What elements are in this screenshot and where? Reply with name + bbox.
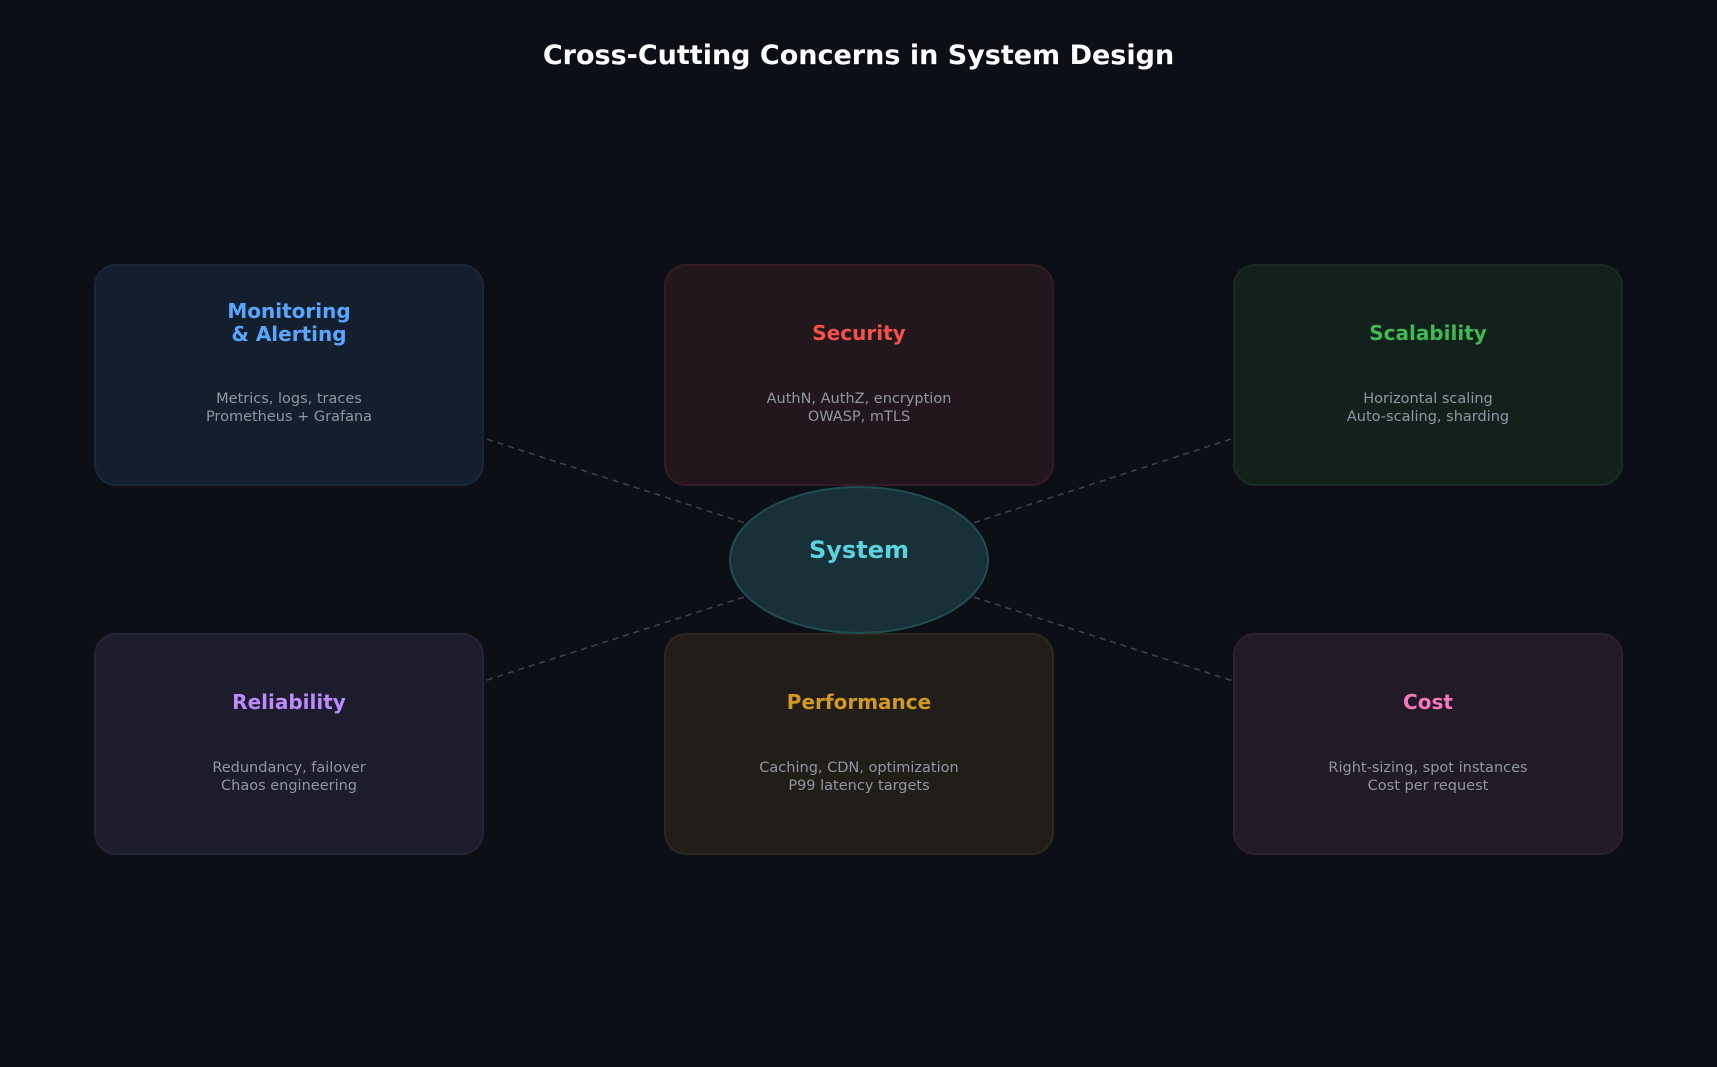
system-hub <box>729 486 989 634</box>
concern-title: Cost <box>1403 690 1453 714</box>
diagram-title: Cross-Cutting Concerns in System Design <box>542 40 1175 71</box>
concern-description: Metrics, logs, traces Prometheus + Grafa… <box>205 391 373 425</box>
concern-card-scalability: Scalability Horizontal scaling Auto-scal… <box>1233 264 1623 486</box>
concern-description: AuthN, AuthZ, encryption OWASP, mTLS <box>766 391 952 425</box>
concern-title: Security <box>812 321 906 345</box>
concern-description: Right-sizing, spot instances Cost per re… <box>1328 760 1528 794</box>
concern-title: Monitoring & Alerting <box>227 299 351 346</box>
system-hub-label: System <box>809 536 909 564</box>
concern-title: Performance <box>786 690 932 714</box>
concern-description: Redundancy, failover Chaos engineering <box>212 760 366 794</box>
concern-card-cost: Cost Right-sizing, spot instances Cost p… <box>1233 633 1623 855</box>
concern-card-security: Security AuthN, AuthZ, encryption OWASP,… <box>664 264 1054 486</box>
concern-card-reliability: Reliability Redundancy, failover Chaos e… <box>94 633 484 855</box>
concern-card-monitoring: Monitoring & Alerting Metrics, logs, tra… <box>94 264 484 486</box>
concern-description: Caching, CDN, optimization P99 latency t… <box>759 760 959 794</box>
concern-title: Reliability <box>232 690 346 714</box>
concern-description: Horizontal scaling Auto-scaling, shardin… <box>1346 391 1510 425</box>
concern-card-performance: Performance Caching, CDN, optimization P… <box>664 633 1054 855</box>
concern-title: Scalability <box>1369 321 1487 345</box>
